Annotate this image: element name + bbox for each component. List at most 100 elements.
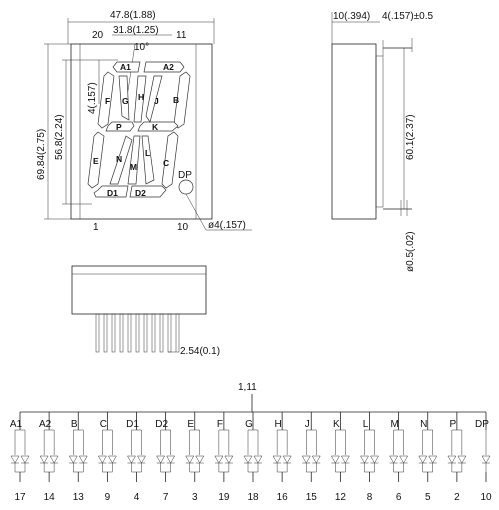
segment-name-label: F: [217, 419, 223, 430]
bottom-pin: [95, 313, 100, 353]
segment-m: [127, 135, 141, 185]
pin-number-label: 9: [105, 492, 111, 503]
segment-label-k: K: [152, 122, 159, 132]
segment-name-label: L: [363, 419, 369, 430]
pin-number-label: 13: [73, 492, 85, 503]
digit-height-label: 56.8(2.24): [54, 114, 65, 160]
diode-symbol: [370, 455, 379, 464]
dp-label: DP: [178, 170, 192, 181]
bottom-pin: [143, 313, 148, 353]
segment-a2: [143, 61, 185, 73]
segment-name-label: A1: [10, 419, 23, 430]
segment-name-label: A2: [39, 419, 52, 430]
segment-name-label: N: [420, 419, 427, 430]
segment-b: [173, 71, 191, 129]
right-offset-label: 11: [176, 30, 187, 41]
segment-label-c: C: [163, 158, 169, 168]
sixteen-segment-digit: A1 A2 F G H J B P K E N M L C D1 D2: [87, 61, 194, 198]
segment-label-e: E: [93, 156, 99, 166]
segment-name-label: M: [390, 419, 398, 430]
segment-name-label: P: [450, 419, 457, 430]
pin-number-label: 8: [367, 492, 373, 503]
slant-angle-label: 10°: [134, 42, 149, 53]
side-lead-length-label: 4(.157)±0.5: [382, 11, 434, 22]
pin-number-label: 15: [306, 492, 318, 503]
lead-dia-label: ø0.5(.02): [405, 231, 416, 272]
bottom-body-outline: [71, 265, 207, 315]
diode-symbol: [156, 455, 166, 464]
pin-number-label: 12: [335, 492, 347, 503]
diode-symbol: [195, 455, 205, 464]
diode-symbol: [418, 455, 428, 464]
diode-symbol: [481, 455, 491, 464]
bottom-pin: [151, 313, 156, 353]
bottom-pin: [135, 313, 140, 353]
segment-label-n: N: [116, 154, 122, 164]
diode-symbol: [340, 455, 350, 464]
pin-1-label: 1: [93, 222, 99, 233]
common-pin-label: 1,11: [238, 382, 257, 393]
bottom-pin-row: [95, 313, 180, 353]
diode-symbol: [214, 455, 224, 464]
diode-symbol: [97, 455, 107, 464]
diode-symbol: [282, 455, 292, 464]
diode-symbol: [39, 455, 49, 464]
overall-height-label: 69.84(2.75): [36, 129, 47, 180]
segment-name-label: H: [275, 419, 282, 430]
pin-number-label: 16: [277, 492, 289, 503]
diode-symbol: [78, 455, 88, 464]
pin-10-label: 10: [177, 222, 189, 233]
segment-f: [97, 71, 115, 129]
segment-e: [87, 131, 105, 189]
segment-k: [137, 121, 179, 132]
segment-c: [161, 131, 179, 189]
pin-number-label: 10: [480, 492, 492, 503]
segment-name-label: E: [187, 419, 194, 430]
diode-symbol: [457, 455, 467, 464]
pin-number-label: 3: [192, 492, 198, 503]
diode-symbol: [137, 455, 146, 464]
diode-symbol: [253, 455, 263, 464]
segment-d1: [93, 185, 129, 198]
segment-label-g: G: [122, 96, 129, 106]
diode-symbol: [330, 455, 340, 464]
segment-d2: [129, 185, 167, 198]
bottom-pin: [119, 313, 124, 353]
segment-name-label: G: [245, 419, 253, 430]
hole-leader-line: [185, 193, 207, 231]
side-view: 10(.394) 4(.157)±0.5 60.1(2.37) ø0.5(.02…: [331, 11, 434, 272]
bottom-view: 2.54(0.1): [71, 265, 220, 357]
side-body-outline: [331, 43, 377, 220]
diode-symbol: [360, 455, 369, 464]
pin-number-label: 6: [396, 492, 402, 503]
pitch-label: 2.54(0.1): [180, 346, 220, 357]
diode-symbol: [224, 455, 234, 464]
segment-name-label: D2: [155, 419, 168, 430]
segment-label-j: J: [154, 96, 159, 106]
segment-label-h: H: [138, 92, 144, 102]
side-depth-label: 10(.394): [333, 11, 370, 22]
segment-l: [141, 135, 155, 185]
segment-label-p: P: [116, 122, 122, 132]
segment-name-label: C: [100, 419, 107, 430]
segment-p: [105, 121, 135, 132]
segment-name-label: D1: [126, 419, 139, 430]
pin-number-label: 19: [218, 492, 230, 503]
left-offset-label: 20: [92, 30, 104, 41]
diode-symbol: [272, 455, 282, 464]
segment-g: [118, 75, 130, 121]
pin-number-label: 18: [247, 492, 259, 503]
segment-label-m: M: [130, 162, 137, 172]
segment-label-a2: A2: [163, 62, 174, 72]
front-body-outline: [70, 43, 213, 220]
front-view: 47.8(1.88) 31.8(1.25) 20 11 10° 69.84(2.…: [36, 10, 252, 233]
pin-number-label: 4: [134, 492, 140, 503]
diode-symbol: [428, 455, 438, 464]
seg-width-label: 31.8(1.25): [113, 25, 159, 36]
segment-name-label: B: [71, 419, 78, 430]
diode-symbol: [185, 455, 195, 464]
hole-dia-label: ø4(.157): [208, 220, 246, 231]
segment-label-l: L: [145, 148, 150, 158]
segment-name-label: K: [333, 419, 340, 430]
